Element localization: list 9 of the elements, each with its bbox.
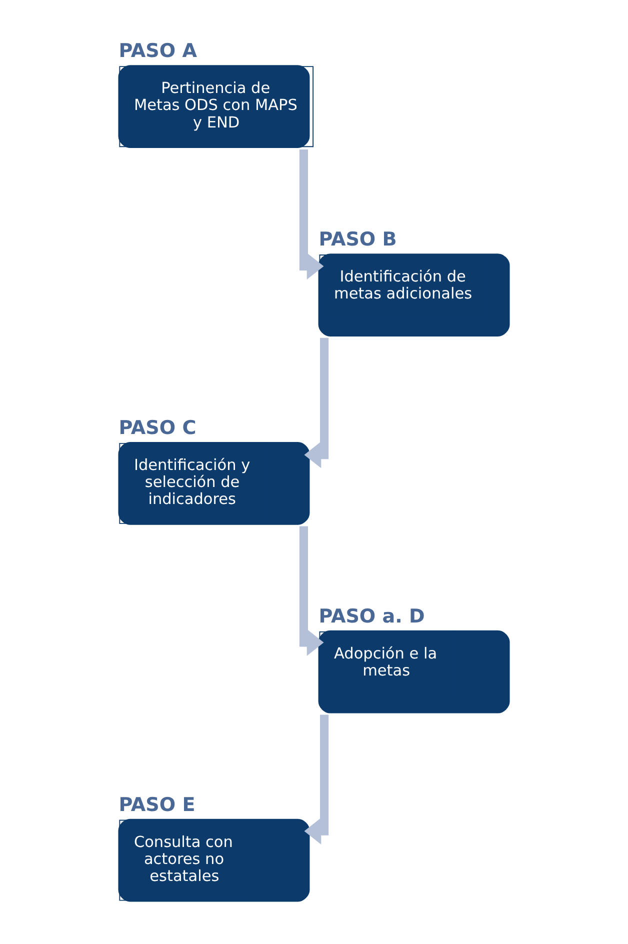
arrow [304,714,329,844]
node-label: PASO B [318,228,397,250]
arrow [299,526,324,656]
arrow [299,149,324,280]
node-label: PASO C [118,416,196,439]
node-label: PASO a. D [318,605,425,628]
node-label: PASO E [118,794,196,816]
arrow [304,338,329,468]
node-label: PASO A [118,40,197,62]
